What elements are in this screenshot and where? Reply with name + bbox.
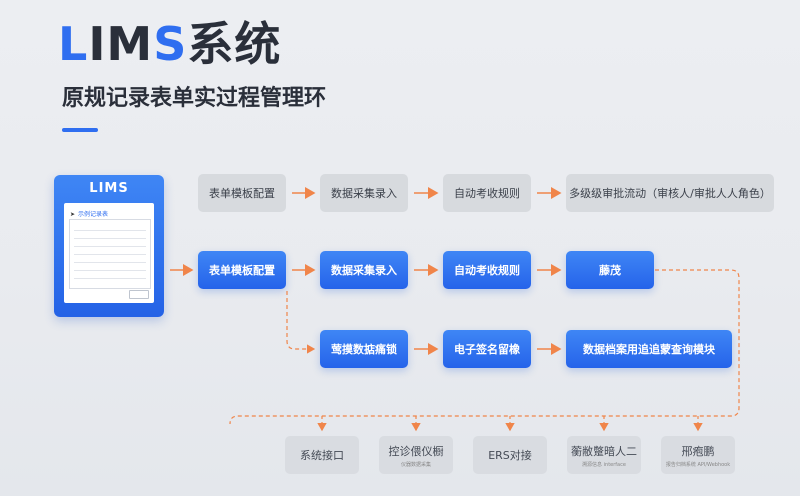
title-chinese: 系统 bbox=[187, 17, 282, 71]
integration-label: 郉疱鹏 bbox=[681, 444, 715, 458]
integration-sublabel: 报告归档系统 API/Webhook bbox=[665, 461, 731, 468]
screen-header-text: 示例记录表 bbox=[78, 211, 109, 218]
form-line bbox=[74, 254, 146, 255]
page-subtitle: 原规记录表单实过程管理环 bbox=[62, 86, 327, 111]
device-title: LIMS bbox=[89, 181, 129, 196]
screen-arrow-icon: ➤ bbox=[70, 211, 76, 218]
arrow-r2-to-r3 bbox=[286, 291, 316, 354]
form-line bbox=[74, 238, 146, 239]
form-line bbox=[74, 278, 146, 279]
row2-template-config[interactable]: 表单模板配置 bbox=[198, 251, 286, 289]
row3-data-lock[interactable]: 莺摸数掂痛锁 bbox=[320, 330, 408, 368]
integration-label: ERS对接 bbox=[488, 449, 532, 462]
integration-system-interface[interactable]: 系统接口 bbox=[285, 436, 359, 474]
row1-auto-rules[interactable]: 自动考收规则 bbox=[443, 174, 531, 212]
title-letter-l: L bbox=[58, 17, 89, 71]
lims-device-card: LIMS ➤示例记录表 bbox=[54, 175, 164, 317]
title-underline bbox=[62, 128, 98, 132]
row3-archive-query[interactable]: 数据档案用追追蒙查询模块 bbox=[566, 330, 732, 368]
arrow-loop bbox=[229, 269, 740, 425]
row2-auto-rules[interactable]: 自动考收规则 bbox=[443, 251, 531, 289]
form-line bbox=[74, 262, 146, 263]
integration-label: 系统接口 bbox=[300, 449, 344, 462]
row2-data-entry[interactable]: 数据采集录入 bbox=[320, 251, 408, 289]
title-letter-s: S bbox=[153, 17, 188, 71]
screen-submit-button bbox=[129, 290, 149, 299]
device-screen: ➤示例记录表 bbox=[64, 203, 154, 303]
integration-sublabel: 溯源信息 interface bbox=[582, 461, 626, 468]
row1-multi-approval[interactable]: 多级级审批流动（审核人/审批人人角色） bbox=[566, 174, 774, 212]
integration-instrument[interactable]: 控诊偎仪橱 仪器数据采集 bbox=[379, 436, 453, 474]
screen-form-panel bbox=[69, 219, 151, 289]
screen-header: ➤示例记录表 bbox=[70, 209, 108, 218]
integration-sublabel: 仪器数据采集 bbox=[400, 461, 431, 468]
form-line bbox=[74, 230, 146, 231]
integration-report-archive[interactable]: 郉疱鹏 报告归档系统 API/Webhook bbox=[661, 436, 735, 474]
row1-template-config[interactable]: 表单模板配置 bbox=[198, 174, 286, 212]
form-line bbox=[74, 270, 146, 271]
integration-label: 控诊偎仪橱 bbox=[388, 444, 444, 458]
page-title: LIMS系统 bbox=[58, 14, 281, 74]
integration-traceability[interactable]: 蘅敝蹩暗人二 溯源信息 interface bbox=[567, 436, 641, 474]
integration-label: 蘅敝蹩暗人二 bbox=[571, 444, 637, 458]
integration-ers[interactable]: ERS对接 bbox=[473, 436, 547, 474]
row2-step[interactable]: 藤茂 bbox=[566, 251, 654, 289]
row3-e-signature[interactable]: 电子签名留橡 bbox=[443, 330, 531, 368]
row1-data-entry[interactable]: 数据采集录入 bbox=[320, 174, 408, 212]
form-line bbox=[74, 246, 146, 247]
title-letters-im: IM bbox=[88, 17, 154, 71]
